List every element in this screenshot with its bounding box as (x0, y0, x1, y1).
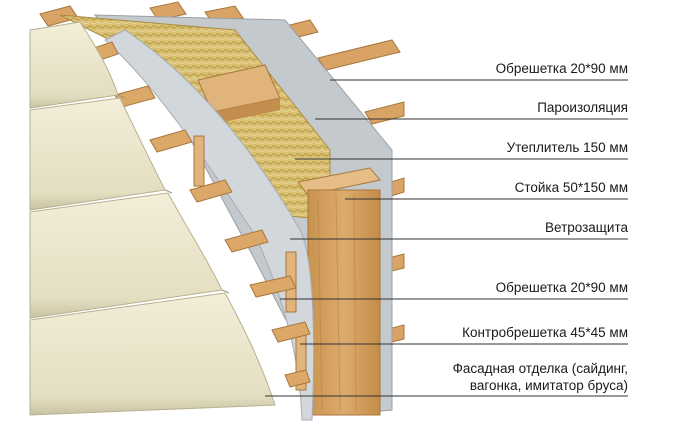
leader-lines (265, 79, 628, 397)
label-vapor-barrier: Пароизоляция (537, 100, 628, 115)
inner-lath-battens (87, 41, 311, 388)
label-facade-line1: Фасадная отделка (сайдинг, (452, 361, 628, 376)
label-facade-line2: вагонка, имитатор бруса) (469, 378, 628, 393)
label-lath-outer: Обрешетка 20*90 мм (495, 61, 628, 76)
stud-post (197, 64, 381, 416)
label-insulation: Утеплитель 150 мм (506, 140, 628, 155)
label-wind-barrier: Ветрозащита (545, 220, 628, 235)
facade-siding (29, 21, 276, 416)
wind-barrier-membrane (104, 29, 315, 421)
label-facade: Фасадная отделка (сайдинг, вагонка, имит… (453, 360, 628, 394)
label-stud: Стойка 50*150 мм (514, 180, 628, 195)
label-counter-lath: Контробрешетка 45*45 мм (462, 325, 628, 340)
label-lath-inner: Обрешетка 20*90 мм (495, 280, 628, 295)
